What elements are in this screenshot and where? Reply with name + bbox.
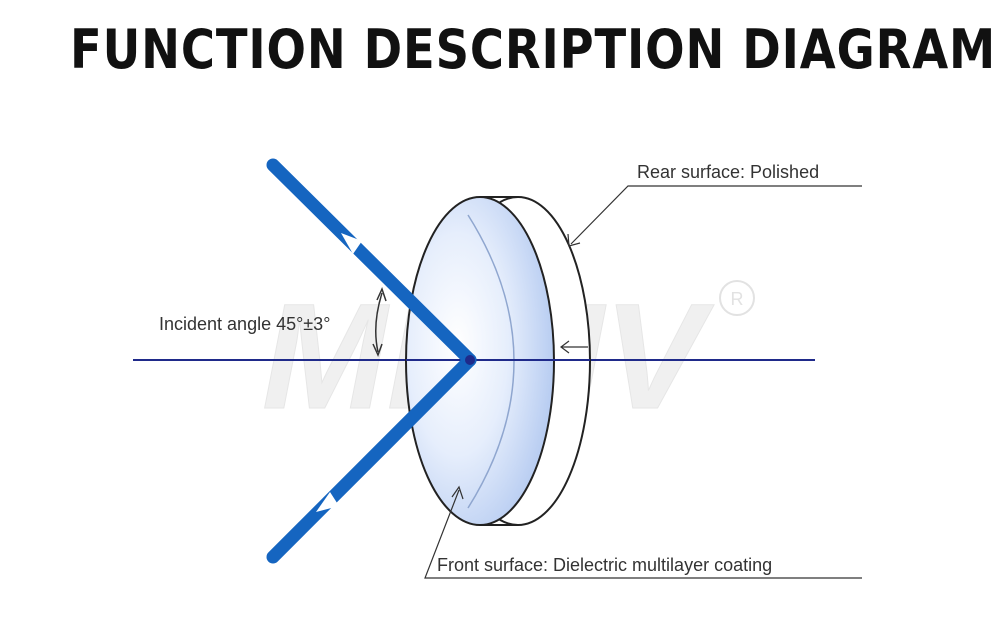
- rear-surface-callout: Rear surface: Polished: [567, 162, 862, 247]
- rear-surface-leader-arrow: [567, 233, 581, 247]
- incident-beam-arrow-notch: [341, 233, 362, 254]
- page-title: FUNCTION DESCRIPTION DIAGRAM: [70, 18, 997, 81]
- reflected-beam-arrow-notch: [316, 492, 339, 512]
- front-surface-leader: [424, 489, 862, 579]
- rear-surface-leader: [570, 185, 862, 245]
- rear-surface-label: Rear surface: Polished: [637, 162, 819, 182]
- incident-angle-indicator: [372, 286, 387, 357]
- angle-arc-bottom-arrow: [372, 343, 383, 357]
- registered-mark-letter: R: [731, 289, 744, 309]
- front-surface-leader-arrow: [451, 485, 464, 500]
- reflection-point: [465, 355, 475, 365]
- mirror-face-highlight: [467, 214, 515, 509]
- laser-beams: [266, 158, 477, 564]
- rear-face-arrow: [560, 340, 588, 354]
- angle-arc-top-arrow: [376, 286, 387, 302]
- incident-beam: [266, 158, 477, 367]
- angle-arc: [375, 292, 383, 353]
- reflected-beam: [266, 353, 477, 564]
- rear-face-arrow-head: [560, 340, 570, 354]
- front-surface-callout: Front surface: Dielectric multilayer coa…: [424, 485, 862, 579]
- front-surface-label: Front surface: Dielectric multilayer coa…: [437, 555, 772, 575]
- registered-mark-circle: [719, 280, 755, 316]
- incident-angle-label: Incident angle 45°±3°: [159, 314, 330, 334]
